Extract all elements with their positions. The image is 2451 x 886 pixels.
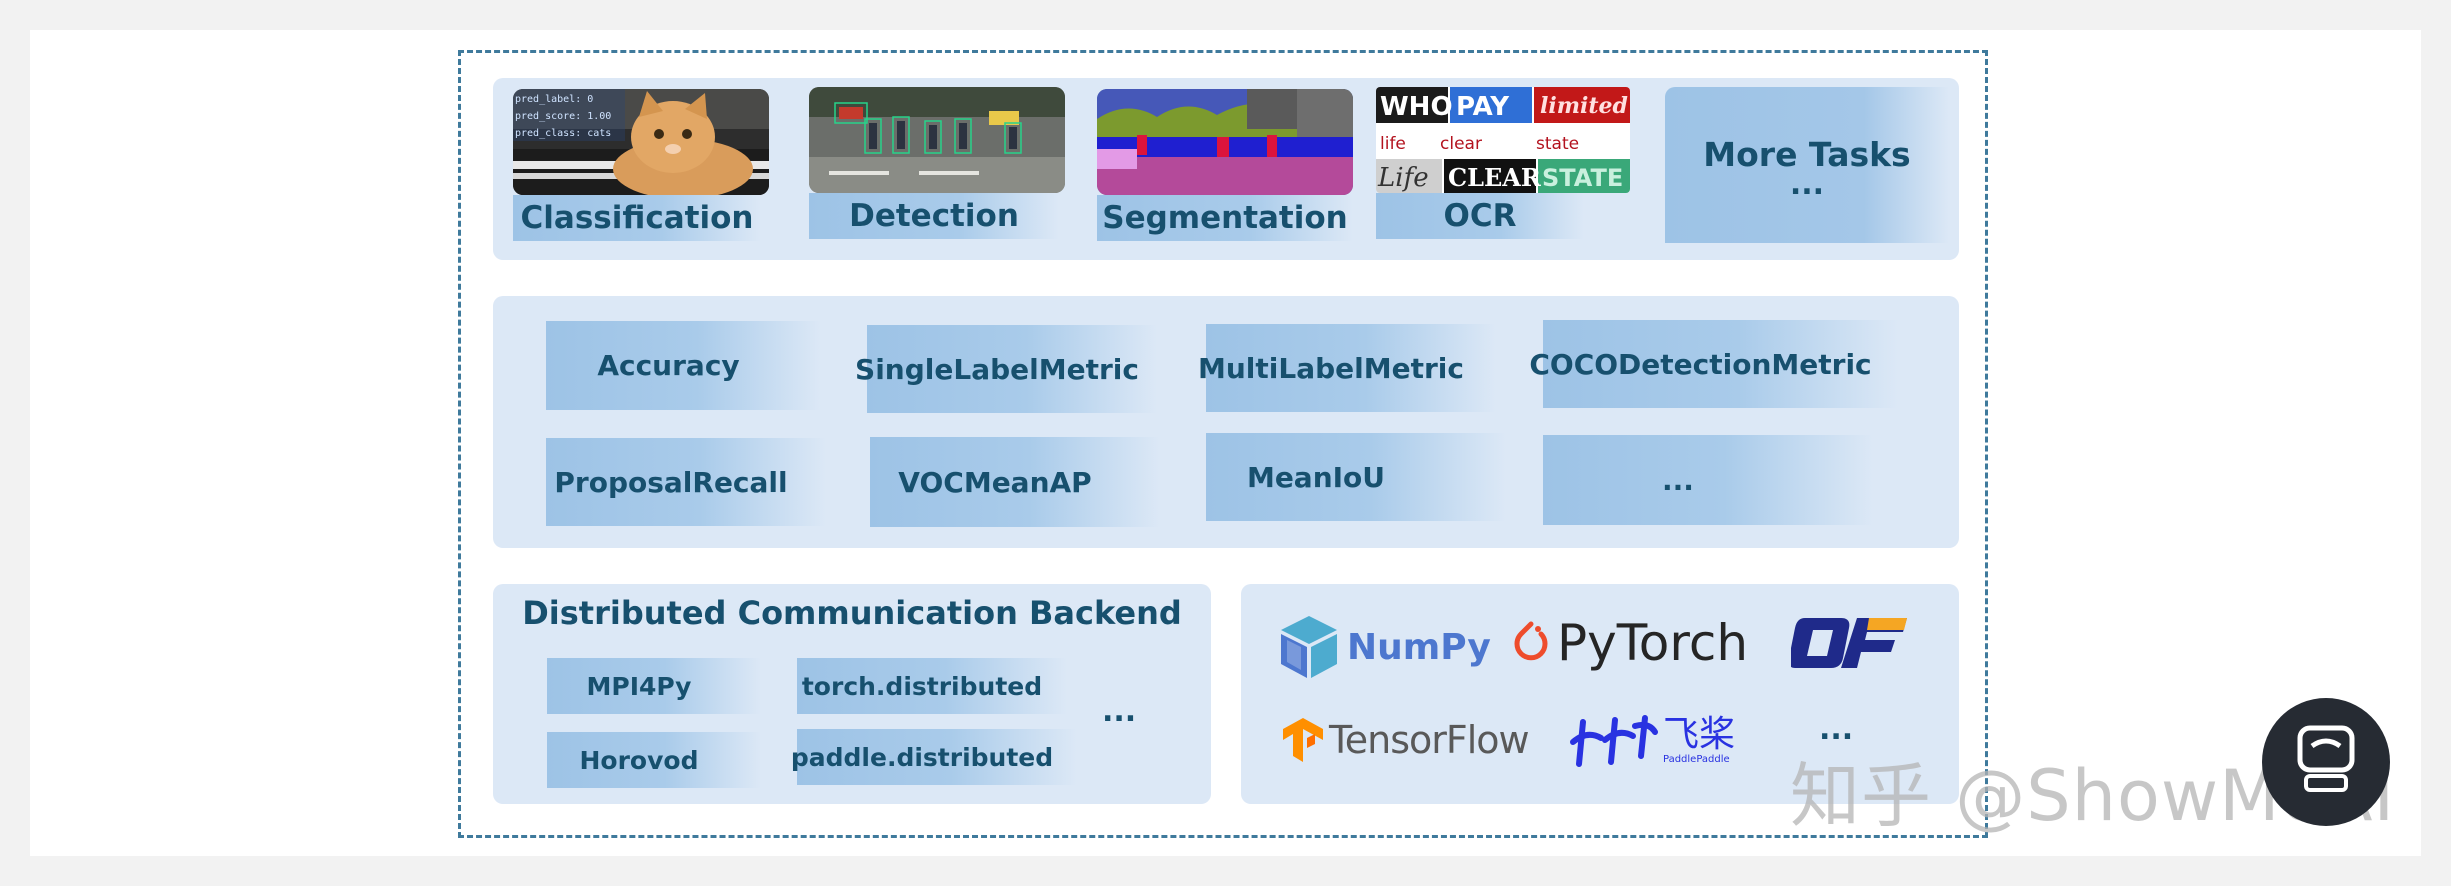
backend-horovod: Horovod — [547, 732, 761, 788]
paddle-en-name: PaddlePaddle — [1663, 753, 1730, 765]
more-tasks-card: More Tasks ... — [1665, 87, 1949, 243]
tensorflow-name: TensorFlow — [1329, 718, 1530, 762]
backend-panel: Distributed Communication Backend MPI4Py… — [493, 584, 1211, 804]
ocr-image: WHO PAY limited life clear state Life CL… — [1376, 87, 1630, 193]
oneflow-logo — [1791, 614, 1911, 670]
frameworks-panel: NumPy PyTorch TensorFlow — [1241, 584, 1959, 804]
watermark-badge — [2262, 698, 2390, 826]
metric-proposal-recall: ProposalRecall — [546, 438, 826, 526]
overlay-line: pred_score: 1.00 — [515, 111, 612, 122]
detection-label: Detection — [809, 193, 1059, 239]
cat-image — [513, 89, 769, 195]
backend-paddle-distributed: paddle.distributed — [791, 729, 1077, 785]
tensorflow-logo: TensorFlow — [1281, 716, 1530, 764]
numpy-logo: NumPy — [1277, 614, 1491, 680]
ocr-word: clear — [1440, 134, 1482, 154]
ocr-word: Life — [1377, 163, 1429, 193]
tasks-panel: pred_label: 0 pred_score: 1.00 pred_clas… — [493, 78, 1959, 260]
metric-accuracy: Accuracy — [546, 321, 821, 410]
detection-image — [809, 87, 1065, 193]
ocr-word: state — [1536, 134, 1579, 154]
classification-label: Classification — [513, 195, 761, 241]
backend-torch-distributed: torch.distributed — [797, 658, 1067, 714]
backend-more: ... — [1102, 694, 1137, 729]
pytorch-icon — [1514, 621, 1548, 661]
ocr-word: limited — [1540, 93, 1628, 119]
ocr-word: WHO — [1380, 92, 1453, 122]
ocr-word: CLEAR — [1448, 163, 1542, 192]
dashed-frame — [458, 50, 1988, 838]
metric-voc-mean-ap: VOCMeanAP — [870, 437, 1160, 527]
tensorflow-icon — [1283, 718, 1323, 762]
paddle-icon — [1570, 715, 1658, 767]
street-image — [809, 87, 1065, 193]
segmentation-label: Segmentation — [1097, 195, 1353, 241]
numpy-name: NumPy — [1347, 626, 1491, 668]
more-tasks-title: More Tasks — [1703, 134, 1911, 174]
metrics-panel: Accuracy SingleLabelMetric MultiLabelMet… — [493, 296, 1959, 548]
metric-single-label: SingleLabelMetric — [855, 325, 1157, 413]
more-tasks-dots: ... — [1789, 166, 1825, 202]
ocr-words-image: WHO PAY limited life clear state Life CL… — [1376, 87, 1630, 193]
segmentation-image — [1097, 89, 1353, 195]
overlay-line: pred_label: 0 — [515, 94, 594, 105]
pytorch-name: PyTorch — [1557, 614, 1749, 672]
ocr-word: STATE — [1542, 164, 1623, 192]
metric-coco-detection: COCODetectionMetric — [1529, 320, 1898, 408]
segmentation-map — [1097, 89, 1353, 195]
ocr-word: PAY — [1456, 92, 1510, 122]
robot-icon — [2297, 725, 2355, 792]
metric-multi-label: MultiLabelMetric — [1198, 324, 1496, 412]
overlay-line: pred_class: cats — [515, 128, 612, 139]
backend-mpi4py: MPI4Py — [547, 658, 761, 714]
ocr-label: OCR — [1376, 193, 1584, 239]
ocr-word: life — [1380, 134, 1406, 154]
classification-image: pred_label: 0 pred_score: 1.00 pred_clas… — [513, 89, 769, 195]
pytorch-logo: PyTorch — [1511, 614, 1748, 672]
oneflow-icon — [1791, 618, 1907, 668]
numpy-icon — [1281, 616, 1337, 678]
classification-overlay: pred_label: 0 pred_score: 1.00 pred_clas… — [515, 91, 611, 142]
paddle-cn-name: 飞桨 — [1663, 713, 1736, 755]
metric-mean-iou: MeanIoU — [1206, 433, 1506, 521]
frameworks-more: ... — [1819, 712, 1854, 747]
paddle-logo: 飞桨 PaddlePaddle — [1569, 712, 1735, 768]
metric-more: ... — [1543, 435, 1873, 525]
backend-title: Distributed Communication Backend — [522, 594, 1182, 632]
